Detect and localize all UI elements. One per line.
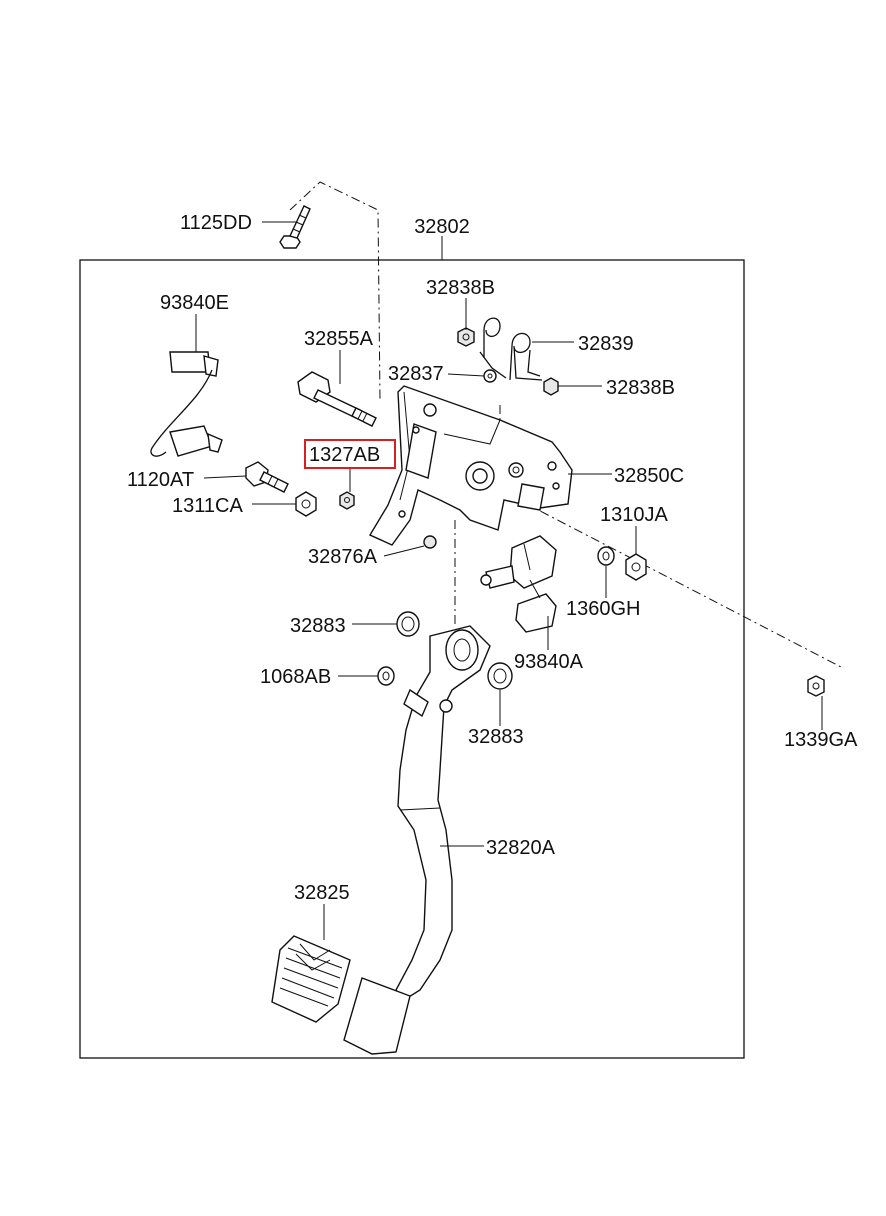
callout-32839: 32839 xyxy=(578,333,634,355)
nut-32838B-right xyxy=(543,377,559,396)
callout-1125DD: 1125DD xyxy=(180,212,252,234)
callout-32838B-top: 32838B xyxy=(426,277,495,299)
callout-32825: 32825 xyxy=(294,882,350,904)
reference-lines xyxy=(289,181,844,669)
bracket-32850C xyxy=(368,385,573,546)
nut-32838B-top xyxy=(457,327,475,347)
callout-1327AB: 1327AB xyxy=(309,444,380,466)
callout-1068AB: 1068AB xyxy=(260,666,331,688)
callout-32820A: 32820A xyxy=(486,837,556,859)
harness-93840E xyxy=(150,351,223,457)
bolt-32855A xyxy=(297,371,377,427)
callout-32883-bottom: 32883 xyxy=(468,726,524,748)
pedal-pad-32825 xyxy=(271,935,351,1023)
bushing-32883-left xyxy=(396,611,420,637)
pedal-arm-32820A xyxy=(343,625,491,1055)
clip-32837 xyxy=(483,369,497,383)
callout-1310JA: 1310JA xyxy=(600,504,668,526)
bolt-1125DD xyxy=(279,205,311,249)
bushing-32883-right xyxy=(487,662,513,690)
callout-32837: 32837 xyxy=(388,363,444,385)
callout-1339GA: 1339GA xyxy=(784,729,858,751)
spring-32839 xyxy=(479,317,543,381)
callout-32855A: 32855A xyxy=(304,328,374,350)
callout-32850C: 32850C xyxy=(614,465,684,487)
leader-lines xyxy=(195,221,823,940)
callout-93840A: 93840A xyxy=(514,651,584,673)
nut-1311CA xyxy=(295,491,317,517)
highlight-box-1327AB xyxy=(304,439,396,469)
callout-93840E: 93840E xyxy=(160,292,229,314)
bushing-32876A xyxy=(423,535,437,549)
nut-1310JA xyxy=(625,553,647,581)
callout-1360GH: 1360GH xyxy=(566,598,641,620)
callout-32883-left: 32883 xyxy=(290,615,346,637)
nut-1339GA xyxy=(807,675,825,697)
assembly-label: 32802 xyxy=(414,216,470,238)
switch-93840A xyxy=(480,535,557,633)
callout-1120AT: 1120AT xyxy=(127,469,194,491)
callout-32838B-right: 32838B xyxy=(606,377,675,399)
callout-32876A: 32876A xyxy=(308,546,378,568)
washer-1360GH xyxy=(597,546,615,566)
washer-1068AB xyxy=(377,666,395,686)
assembly-frame xyxy=(79,259,745,1059)
nut-1327AB xyxy=(339,491,355,510)
bolt-1120AT xyxy=(245,461,289,493)
callout-1311CA: 1311CA xyxy=(172,495,243,517)
